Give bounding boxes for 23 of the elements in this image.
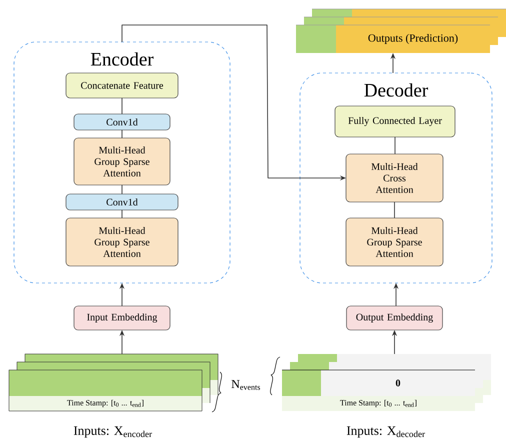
output-stack: Outputs (Prediction) [296, 8, 506, 53]
layer-box: Fully Connected Layer [334, 106, 456, 138]
embedding-box: Output Embedding [346, 306, 443, 330]
attention-box: Multi-Head Cross Attention [346, 154, 444, 202]
input-caption: Inputs: X$_{decoder}$ [346, 426, 425, 438]
embedding-box: Input Embedding [74, 306, 170, 330]
conv-box: Conv1d [66, 194, 178, 210]
feature-box: Concatenate Feature [66, 72, 178, 98]
connector-line [394, 202, 395, 218]
panel-title: Encoder [90, 52, 154, 66]
attention-box: Multi-Head Group Sparse Attention [66, 218, 178, 266]
attention-box: Multi-Head Group Sparse Attention [346, 218, 444, 266]
input-caption: Inputs: X$_{encoder}$ [74, 426, 152, 438]
panel-title: Decoder [364, 83, 428, 97]
input-stack: 0 Time Stamp: [t$_{0}$ ... t$_{end}$] [282, 354, 491, 411]
input-stack: Time Stamp: [t$_{0}$ ... t$_{end}$] [8, 354, 218, 412]
count-label: N$_{events}$ [232, 380, 260, 390]
attention-box: Multi-Head Group Sparse Attention [74, 138, 170, 186]
node-label: 0 [396, 380, 400, 386]
node-label: Time Stamp: [t$_{0}$ ... t$_{end}$] [67, 400, 144, 408]
conv-box: Conv1d [74, 114, 170, 130]
node-label: Time Stamp: [t$_{0}$ ... t$_{end}$] [340, 400, 416, 408]
connector-line [394, 136, 396, 154]
